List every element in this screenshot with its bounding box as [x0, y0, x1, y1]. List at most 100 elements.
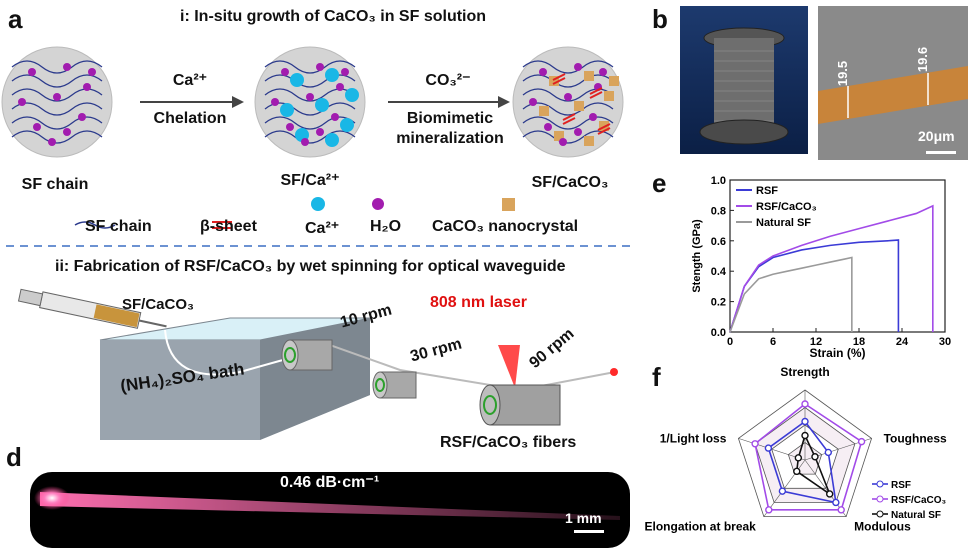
sf-chain: [264, 130, 356, 144]
laser-label: 808 nm laser: [430, 294, 527, 311]
bath-front: [100, 340, 260, 440]
arrow-chelation-head: [232, 96, 244, 108]
radar-point: [778, 487, 787, 495]
panel-label-d: d: [6, 442, 22, 472]
radar-point: [765, 506, 773, 514]
ca-ion: [280, 103, 294, 117]
radar-axis-label: Elongation at break: [644, 520, 756, 534]
radar-axis-label: Toughness: [884, 431, 947, 445]
radar-point: [824, 448, 833, 457]
h2o-dot: [63, 128, 71, 136]
legend-label: RSF/CaCO₃: [756, 201, 817, 213]
syringe-icon: [17, 288, 167, 329]
legend-label: Natural SF: [756, 217, 811, 229]
legend-ca-icon: [311, 197, 325, 211]
legend-ca-label: Ca²⁺: [305, 220, 340, 237]
radar-legend-label: Natural SF: [891, 510, 941, 521]
h2o-dot: [33, 123, 41, 131]
radar-axis-label: Strength: [780, 365, 829, 379]
beta-sheet: [597, 123, 611, 131]
legend-caco3-icon: [502, 198, 515, 211]
h2o-dot: [48, 138, 56, 146]
ca-ion: [345, 88, 359, 102]
syringe-label: SF/CaCO₃: [122, 296, 194, 313]
y-tick-label: 0.0: [711, 327, 726, 339]
arrow1-top-label: Ca²⁺: [172, 72, 208, 89]
arrow2-bottom-label-1: Biomimetic: [406, 110, 494, 127]
radar-point: [811, 453, 819, 461]
panel-a-graphics: [1, 46, 630, 247]
y-tick-label: 0.8: [711, 205, 726, 217]
legend-chain-icon: [74, 221, 116, 229]
h2o-dot: [539, 68, 547, 76]
radar-point: [801, 400, 809, 408]
h2o-dot: [53, 93, 61, 101]
beta-sheet: [589, 91, 603, 99]
spool-photo: [680, 6, 808, 154]
legend-chain-label: SF chain: [85, 218, 152, 235]
sf-chain: [11, 60, 103, 74]
x-axis-label: Strain (%): [809, 346, 865, 360]
panel-label-a: a: [8, 4, 23, 34]
radar-point: [857, 437, 866, 446]
laser-beam: [498, 345, 520, 388]
radar-series-0: [767, 420, 837, 504]
coil-roller-90rpm: [479, 384, 561, 426]
arrow2-top-label: CO₃²⁻: [425, 72, 471, 89]
step3-label: SF/CaCO₃: [531, 174, 609, 191]
legend-caco3-label: CaCO₃ nanocrystal: [432, 218, 579, 235]
radar-series-2: [795, 433, 832, 497]
radar-point: [794, 454, 803, 462]
y-tick-label: 0.2: [711, 297, 726, 309]
radar-point: [825, 490, 834, 498]
arrow1-bottom-label: Chelation: [153, 110, 227, 127]
d-scale-label: 1 mm: [565, 510, 602, 526]
d-scale-bar: [574, 530, 604, 533]
beta-sheet: [562, 117, 576, 125]
h2o-dot: [18, 98, 26, 106]
h2o-dot: [599, 68, 607, 76]
radar-legend-label: RSF: [891, 480, 911, 491]
radar-axis-label: 1/Light loss: [660, 431, 727, 445]
h2o-dot: [544, 123, 552, 131]
h2o-dot: [78, 113, 86, 121]
h2o-dot: [564, 93, 572, 101]
panel-label-e: e: [652, 168, 667, 198]
legend-h2o-icon: [372, 198, 384, 210]
sf-chain: [522, 102, 614, 116]
x-tick-label: 24: [896, 336, 909, 348]
radar-series-1: [754, 403, 863, 511]
h2o-dot: [589, 113, 597, 121]
y-tick-label: 1.0: [711, 175, 726, 187]
sem-image: [818, 6, 968, 160]
h2o-dot: [301, 138, 309, 146]
x-tick-label: 0: [727, 336, 733, 348]
h2o-dot: [529, 98, 537, 106]
caco3-crystal: [584, 136, 594, 146]
y-axis-label: Stength (GPa): [691, 219, 703, 293]
h2o-dot: [331, 113, 339, 121]
laser-output-dot: [610, 368, 618, 376]
caco3-crystal: [554, 131, 564, 141]
h2o-dot: [83, 83, 91, 91]
h2o-dot: [574, 63, 582, 71]
loss-text: 0.46 dB·cm⁻¹: [280, 474, 380, 491]
radar-point: [801, 431, 809, 440]
plot-frame: [729, 179, 946, 333]
ca-ion: [315, 98, 329, 112]
sf-chain: [264, 60, 356, 74]
x-tick-label: 6: [770, 336, 776, 348]
radar-point: [793, 467, 801, 476]
sf-chain: [11, 74, 103, 88]
legend-beta-label: β-sheet: [200, 218, 257, 235]
h2o-dot: [281, 68, 289, 76]
panel-label-b: b: [652, 4, 668, 34]
arrow-mineralization-head: [498, 96, 510, 108]
sf-chain: [522, 60, 614, 74]
step2-label: SF/Ca²⁺: [280, 172, 340, 189]
radar-point: [801, 417, 809, 426]
h2o-dot: [28, 68, 36, 76]
h2o-dot: [336, 83, 344, 91]
